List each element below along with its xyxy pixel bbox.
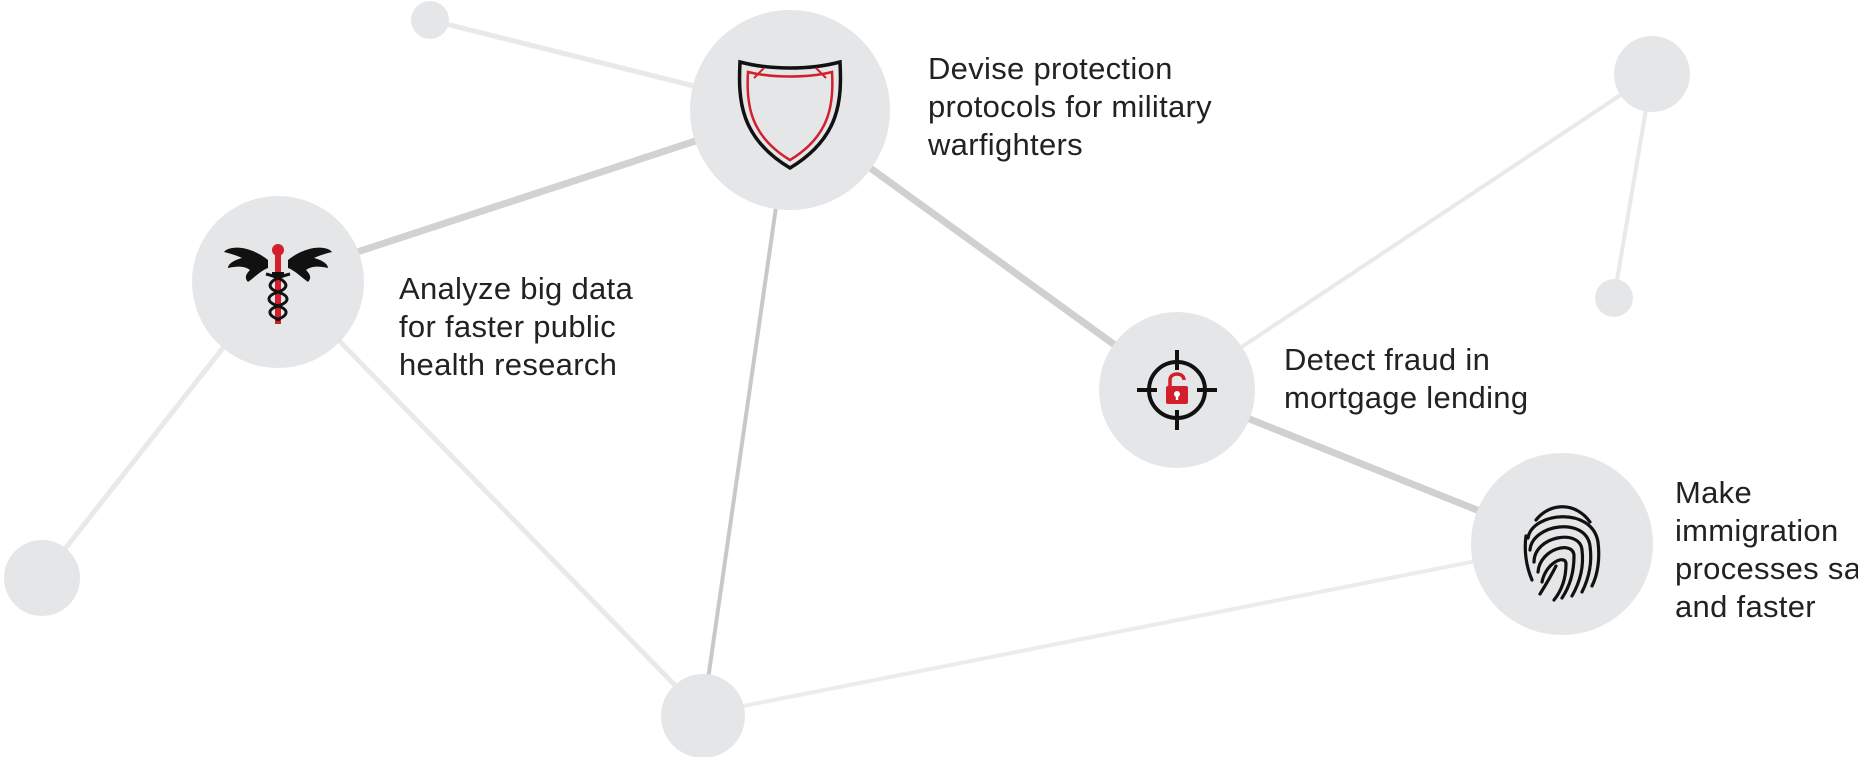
edge-fraud-to-top-right — [1175, 72, 1654, 392]
small-node-top — [411, 1, 449, 39]
edge-health-to-bottom-dot — [276, 276, 705, 716]
node-bottom — [661, 674, 745, 757]
node-top-right — [1614, 36, 1690, 112]
node-left — [4, 540, 80, 616]
node-military — [690, 10, 890, 210]
label-health-research: Analyze big data for faster public healt… — [399, 271, 634, 382]
edge-bottom-dot-to-fingerprint — [702, 542, 1563, 716]
small-node-right — [1595, 279, 1633, 317]
node-immigration — [1471, 453, 1653, 635]
caduceus-icon — [224, 244, 332, 324]
label-immigration: Make immigration processes safer and fas… — [1675, 475, 1858, 624]
label-mortgage-fraud: Detect fraud in mortgage lending — [1284, 342, 1529, 415]
shield-icon — [737, 59, 843, 171]
target-lock-icon — [1137, 350, 1217, 430]
edge-shield-to-bottom-dot — [701, 109, 792, 715]
label-military-protection: Devise protection protocols for military… — [928, 51, 1212, 162]
fingerprint-icon — [1523, 505, 1601, 602]
